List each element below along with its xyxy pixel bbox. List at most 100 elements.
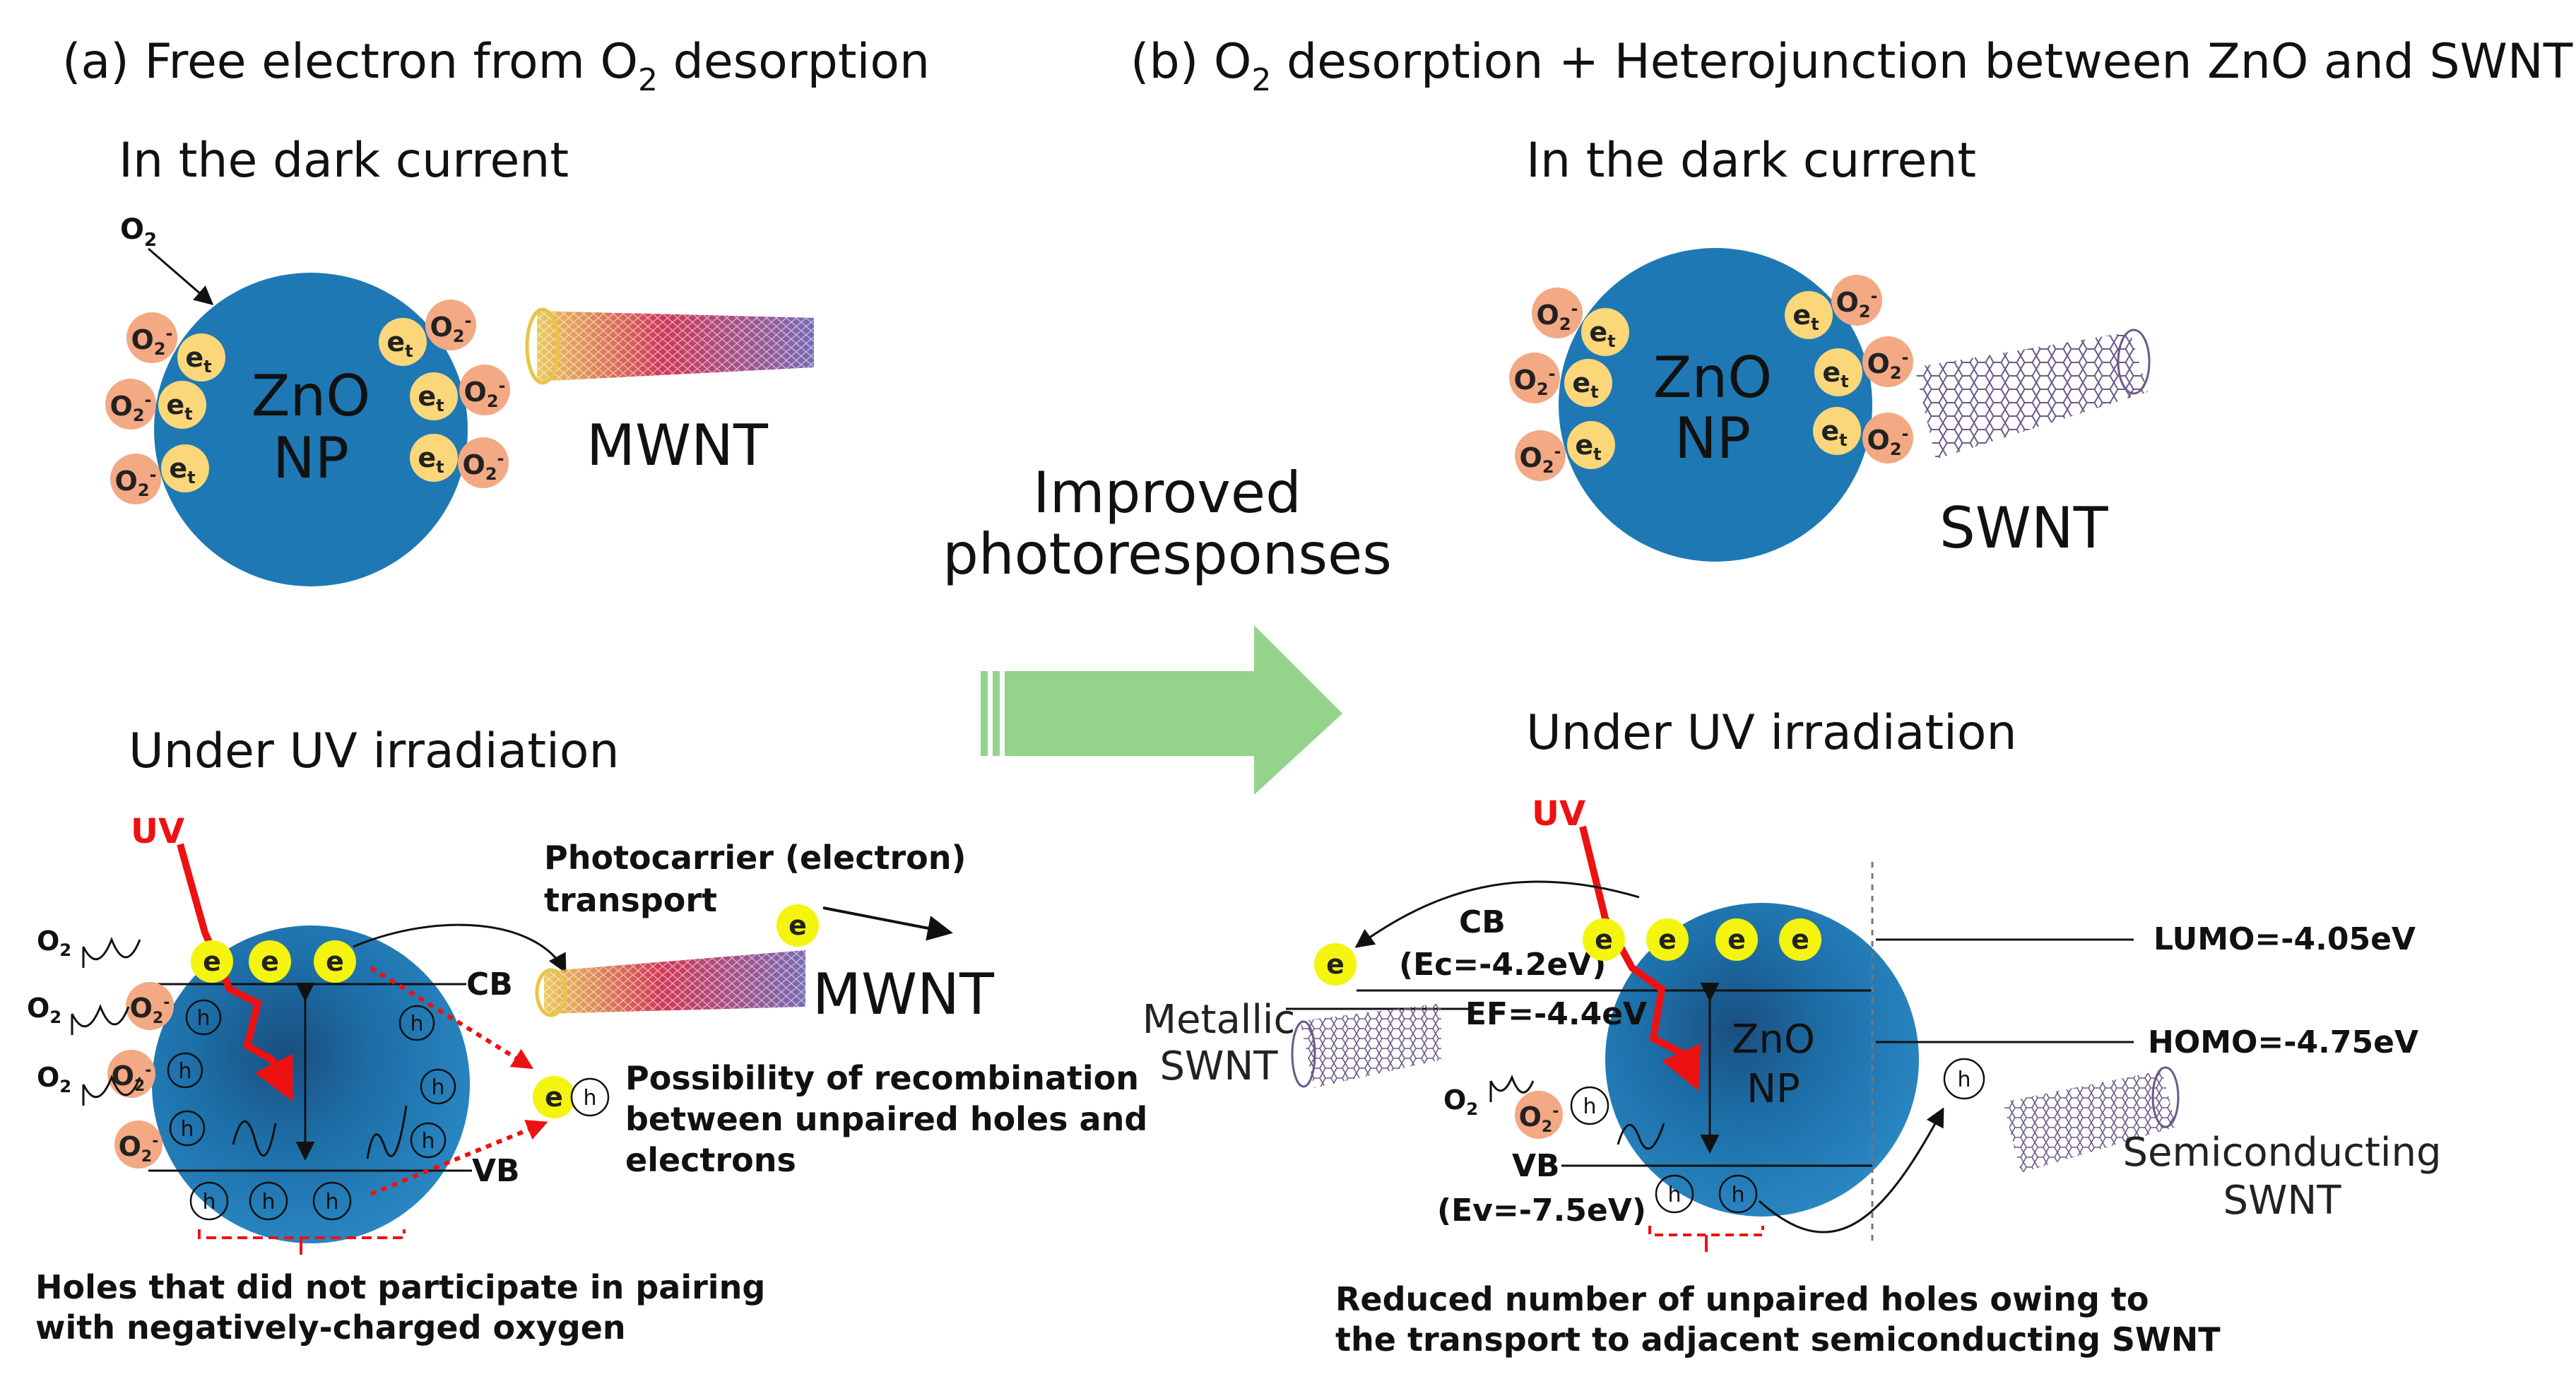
vb-holes-a-labels: h h h [202,1190,338,1214]
electron-to-metallic-arrow [1354,880,1640,948]
adsorbed-oxygen-b-right: O2- O2- O2- [1831,275,1913,463]
recomb-arrow-1 [370,966,534,1070]
svg-text:O2: O2 [37,925,71,960]
unpaired-holes-bracket-b [1648,1226,1764,1236]
panel-a-dark-title: In the dark current [119,133,569,189]
svg-text:O2-: O2- [1519,1101,1559,1136]
swnt-tube-dark [1915,329,2151,459]
metallic-swnt-tube [1291,1003,1441,1088]
recomb-line1: Possibility of recombination [625,1059,1139,1097]
semiconducting-swnt-tube [2003,1066,2180,1173]
vb-label-b: VB [1512,1148,1560,1184]
uv-label-b: UV [1532,794,1585,834]
vb-label: VB [472,1153,520,1189]
svg-text:et: et [1589,317,1615,351]
recomb-electron-label: e [545,1082,563,1113]
svg-text:O2: O2 [1443,1084,1478,1119]
holes-text-line2: with negatively-charged oxygen [35,1308,626,1347]
cb-label: CB [466,966,513,1002]
svg-text:e: e [1727,924,1746,955]
svg-text:et: et [1575,430,1601,464]
hole-path-squiggles [232,1105,408,1159]
hole-path-squiggle-b [1617,1123,1665,1150]
trapped-electrons-left: et et et [158,333,225,492]
svg-text:h: h [325,1190,338,1214]
uv-arrow-a [177,843,293,1101]
svg-text:O2: O2 [37,1062,71,1096]
svg-text:h: h [180,1117,194,1142]
recomb-line3: electrons [625,1141,796,1179]
ec-label-b: (Ec=-4.2eV) [1399,947,1606,983]
holes-b [1570,1086,1758,1214]
panel-b-title: (b) O2 desorption + Heterojunction betwe… [1130,34,2573,98]
swnt-label-dark: SWNT [1939,495,2109,561]
holes-b-labels: h h h [1583,1094,1744,1207]
zno-label-b: ZnO [1653,345,1772,410]
panel-b-dark-title: In the dark current [1526,133,1976,189]
svg-text:O2-: O2- [119,1131,159,1166]
cb-label-b: CB [1459,904,1506,940]
zno-nanoparticle-b-uv [1605,903,1919,1217]
recomb-electron [533,1076,575,1118]
svg-text:h: h [178,1059,191,1084]
recomb-arrow-2 [370,1120,548,1196]
svg-text:e: e [1791,924,1809,955]
ev-label-b: (Ev=-7.5eV) [1437,1193,1646,1229]
recomb-hole-label: h [583,1086,596,1111]
svg-text:h: h [410,1012,423,1036]
holes-text-line1: Holes that did not participate in pairin… [35,1268,765,1306]
semi-line2: SWNT [2223,1178,2341,1224]
mwnt-label-dark: MWNT [586,413,769,478]
svg-text:e: e [261,946,279,977]
transported-hole [1943,1058,1985,1100]
ef-label-b: EF=-4.4eV [1465,996,1647,1032]
transport-arrow [822,906,953,941]
photocarrier-line2: transport [544,881,717,919]
np-label: NP [273,425,349,491]
uv-label-a: UV [131,812,184,851]
reduced-line1: Reduced number of unpaired holes owing t… [1335,1280,2149,1318]
photocarrier-line1: Photocarrier (electron) [544,839,967,877]
svg-text:h: h [202,1190,215,1214]
mwnt-tube-uv [535,950,805,1017]
trapped-electrons-b-left: et et et [1564,308,1629,469]
svg-text:e: e [1658,924,1677,955]
zno-label-b-uv: ZnO [1732,1017,1815,1063]
desorbed-oxygen-a: O2 O2 O2 [27,925,141,1106]
svg-text:e: e [203,946,221,977]
homo-label: HOMO=-4.75eV [2148,1024,2418,1060]
svg-text:h: h [1667,1183,1681,1207]
np-label-b: NP [1674,406,1751,471]
transport-electron [776,904,819,947]
holes-a-labels: h h h h h h [178,1006,444,1154]
improved-line2: photoresponses [943,521,1392,587]
svg-text:h: h [196,1006,210,1031]
vb-holes-a [189,1181,352,1221]
mwnt-label-uv: MWNT [813,962,995,1027]
svg-text:h: h [1583,1094,1596,1119]
panel-b-uv-title: Under UV irradiation [1526,705,2017,761]
trapped-electrons-right: et et et [379,318,458,482]
improved-line1: Improved [1033,460,1301,526]
adsorbed-oxygen-right: O2- O2- O2- [425,300,510,488]
uv-arrow-b [1579,825,1701,1092]
lumo-label: LUMO=-4.05eV [2153,921,2416,957]
improved-big-arrow [981,625,1342,795]
svg-text:e: e [1595,924,1613,955]
svg-text:et: et [418,442,444,477]
adsorbed-oxygen-b-left: O2- O2- O2- [1509,288,1583,481]
svg-text:O2: O2 [27,993,61,1027]
metallic-line1: Metallic [1142,997,1296,1043]
recomb-hole [570,1077,610,1117]
adsorbed-oxygen-left: O2- O2- O2- [105,312,177,504]
trapped-electrons-b-right: et et et [1785,291,1862,455]
svg-text:h: h [421,1129,435,1154]
metallic-electron-label: e [1326,949,1345,980]
zno-label: ZnO [252,363,370,429]
svg-text:O2-: O2- [130,993,170,1027]
metallic-line2: SWNT [1159,1043,1278,1089]
reduced-line2: the transport to adjacent semiconducting… [1335,1320,2221,1359]
svg-text:h: h [431,1075,444,1100]
